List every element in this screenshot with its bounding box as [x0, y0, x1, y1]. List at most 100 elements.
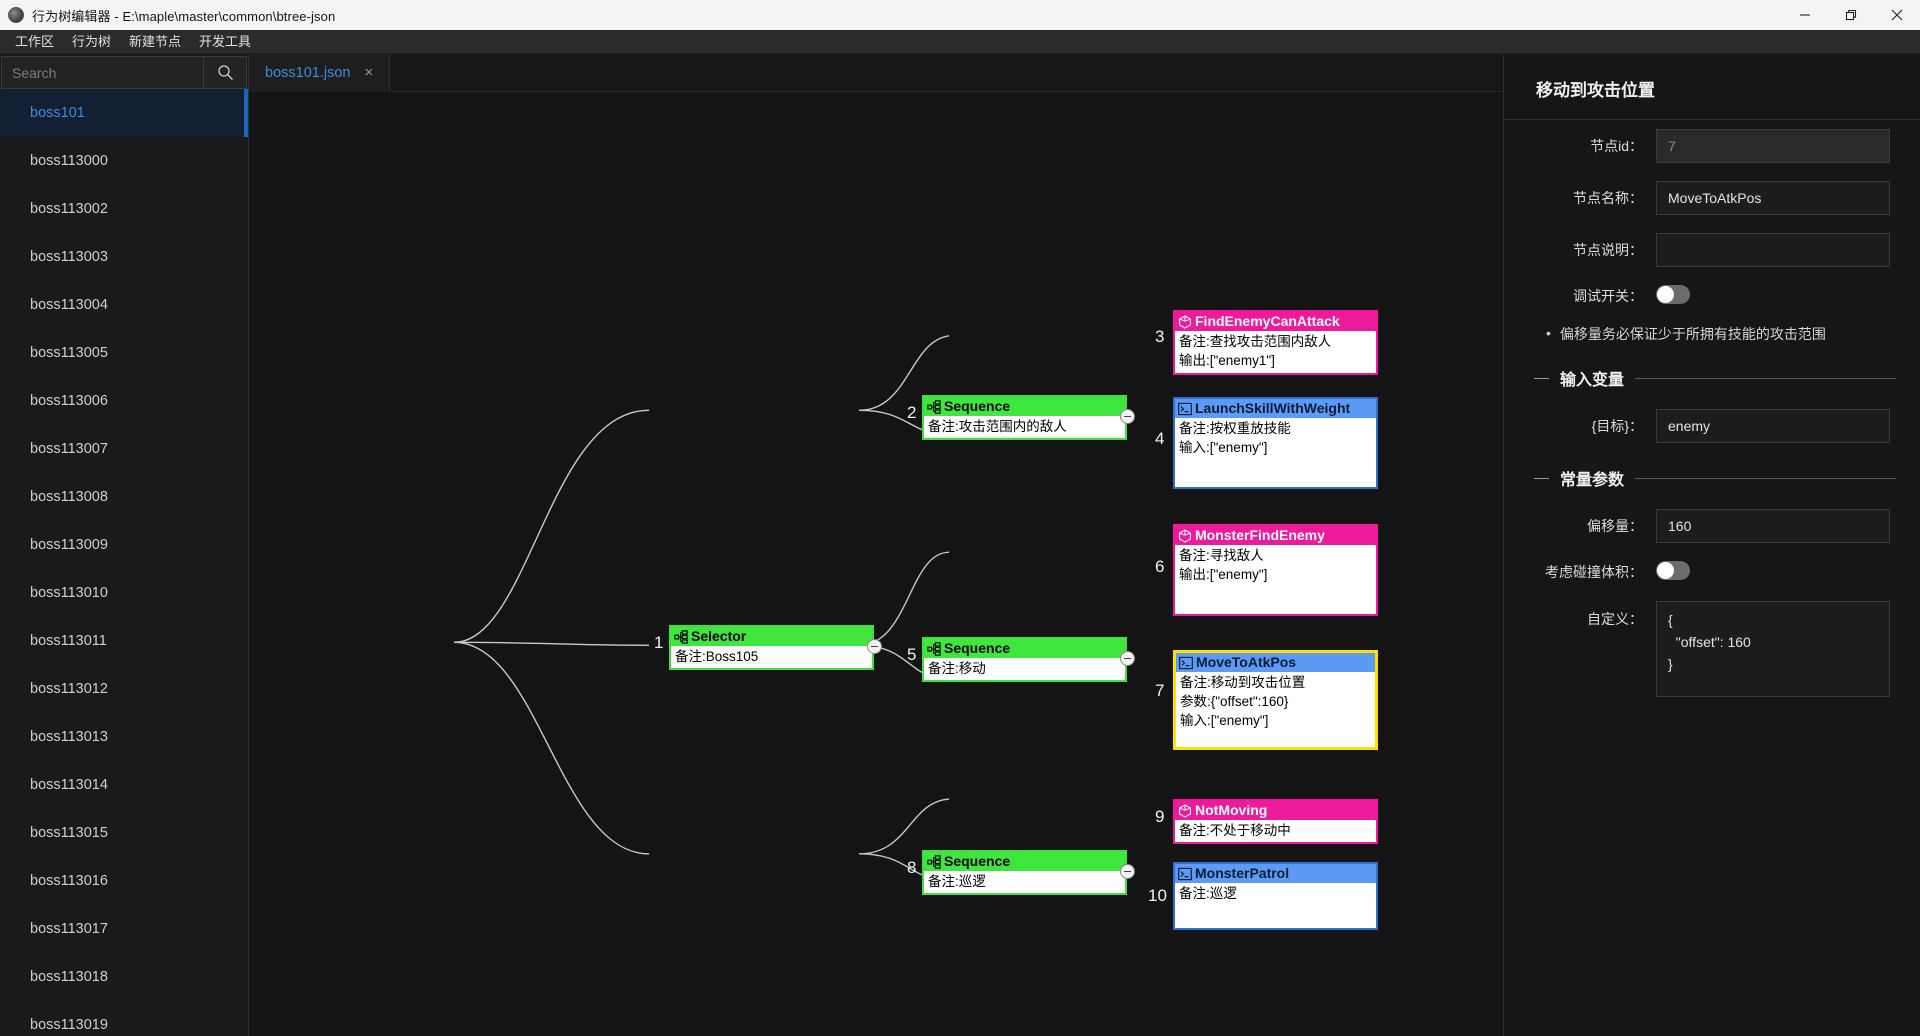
node-name-input[interactable]	[1656, 181, 1890, 215]
node-index-label: 10	[1148, 886, 1167, 905]
debug-switch-toggle[interactable]	[1656, 285, 1690, 304]
node-index-label: 6	[1155, 557, 1165, 576]
sidebar-item-boss113006[interactable]: boss113006	[0, 377, 248, 425]
tab-label: boss101.json	[265, 64, 351, 81]
sidebar-item-boss113010[interactable]: boss113010	[0, 569, 248, 617]
inspector-title: 移动到攻击位置	[1504, 54, 1920, 120]
close-icon[interactable]	[1874, 0, 1920, 30]
tab-boss101-json[interactable]: boss101.json ×	[249, 54, 391, 92]
field-node-desc: 节点说明：	[1504, 224, 1920, 276]
search-icon[interactable]	[203, 57, 246, 88]
node-header: Sequence	[924, 639, 1125, 658]
node-title: FindEnemyCanAttack	[1195, 313, 1340, 329]
collapse-dash-icon[interactable]	[1534, 377, 1549, 379]
graph-node-MonsterFindEnemy[interactable]: MonsterFindEnemy 备注:寻找敌人输出:["enemy"]	[1173, 524, 1378, 616]
menu-item-behavior-tree[interactable]: 行为树	[72, 33, 112, 49]
sidebar-item-label: boss113014	[30, 777, 108, 793]
node-title: MonsterFindEnemy	[1195, 527, 1325, 543]
action-icon	[1178, 402, 1192, 416]
app-icon	[8, 7, 24, 23]
field-node-name: 节点名称：	[1504, 172, 1920, 224]
collapse-dash-icon[interactable]	[1534, 477, 1549, 479]
menu-item-new-node[interactable]: 新建节点	[129, 33, 182, 49]
node-body: 备注:寻找敌人输出:["enemy"]	[1175, 545, 1376, 587]
inspector-panel: 移动到攻击位置 节点id： 节点名称： 节点说明： 调试开关：	[1503, 54, 1920, 1036]
offset-input[interactable]	[1656, 509, 1890, 543]
sidebar-item-boss113008[interactable]: boss113008	[0, 473, 248, 521]
node-index-label: 3	[1155, 327, 1165, 346]
node-collapse-toggle[interactable]	[867, 639, 882, 654]
maximize-icon[interactable]	[1828, 0, 1874, 30]
custom-json-textarea[interactable]: { "offset": 160 }	[1656, 601, 1890, 697]
sidebar-item-boss113018[interactable]: boss113018	[0, 953, 248, 1001]
sidebar-item-boss113015[interactable]: boss113015	[0, 809, 248, 857]
tab-close-icon[interactable]: ×	[364, 64, 374, 81]
sidebar-item-label: boss113004	[30, 297, 108, 313]
sidebar-item-boss113000[interactable]: boss113000	[0, 137, 248, 185]
search-bar	[1, 56, 247, 89]
bullet-icon: •	[1546, 325, 1551, 341]
node-header: LaunchSkillWithWeight	[1175, 399, 1376, 418]
sidebar-item-boss113013[interactable]: boss113013	[0, 713, 248, 761]
sidebar-item-boss113017[interactable]: boss113017	[0, 905, 248, 953]
sidebar-item-boss113016[interactable]: boss113016	[0, 857, 248, 905]
action-icon	[1179, 656, 1193, 670]
input-target-input[interactable]	[1656, 409, 1890, 443]
sidebar-item-label: boss101	[30, 105, 85, 121]
editor-area: boss101.json ×	[249, 54, 1503, 1036]
node-detail-row: 备注:按权重放技能	[1179, 421, 1291, 436]
sidebar-item-boss113003[interactable]: boss113003	[0, 233, 248, 281]
node-detail-row: 备注:巡逻	[1179, 886, 1237, 901]
condition-icon	[1178, 314, 1192, 329]
inspector-note: • 偏移量务必保证少于所拥有技能的攻击范围	[1504, 316, 1920, 352]
sidebar-item-boss113011[interactable]: boss113011	[0, 617, 248, 665]
sidebar-item-boss113007[interactable]: boss113007	[0, 425, 248, 473]
node-index-label: 7	[1155, 681, 1165, 700]
node-header: MoveToAtkPos	[1176, 653, 1375, 672]
minimize-icon[interactable]	[1782, 0, 1828, 30]
sidebar-item-boss113005[interactable]: boss113005	[0, 329, 248, 377]
menu-item-workspace[interactable]: 工作区	[15, 33, 55, 49]
node-body: 备注:移动到攻击位置参数:{"offset":160}输入:["enemy"]	[1176, 672, 1375, 733]
composite-icon	[674, 629, 688, 644]
section-input-title: 输入变量	[1560, 372, 1625, 389]
search-input[interactable]	[2, 57, 203, 88]
sidebar-item-boss101[interactable]: boss101	[0, 89, 248, 137]
sidebar-item-boss113012[interactable]: boss113012	[0, 665, 248, 713]
node-collapse-toggle[interactable]	[1120, 651, 1135, 666]
node-header: NotMoving	[1175, 801, 1376, 820]
node-desc-input[interactable]	[1656, 233, 1890, 267]
note-text: 偏移量务必保证少于所拥有技能的攻击范围	[1559, 326, 1826, 342]
node-collapse-toggle[interactable]	[1120, 409, 1135, 424]
node-detail-row: 备注:巡逻	[928, 874, 986, 889]
node-collapse-toggle[interactable]	[1120, 864, 1135, 879]
collide-switch-toggle[interactable]	[1656, 561, 1690, 580]
field-node-id: 节点id：	[1504, 120, 1920, 172]
sidebar-item-boss113019[interactable]: boss113019	[0, 1001, 248, 1036]
sidebar-item-label: boss113018	[30, 969, 108, 985]
sidebar-item-boss113002[interactable]: boss113002	[0, 185, 248, 233]
sidebar-item-label: boss113006	[30, 393, 108, 409]
section-const-params: 常量参数	[1504, 452, 1920, 500]
menu-item-dev-tools[interactable]: 开发工具	[199, 33, 252, 49]
sidebar-item-boss113014[interactable]: boss113014	[0, 761, 248, 809]
sidebar-item-boss113004[interactable]: boss113004	[0, 281, 248, 329]
node-title: Sequence	[944, 398, 1011, 414]
node-title: Sequence	[944, 640, 1011, 656]
sidebar-item-label: boss113002	[30, 201, 108, 217]
file-list[interactable]: boss101 boss113000 boss113002 boss113003 bos…	[0, 89, 248, 1036]
composite-icon	[927, 399, 941, 414]
node-header: Selector	[671, 627, 872, 646]
condition-icon	[1178, 528, 1192, 543]
sidebar-item-boss113009[interactable]: boss113009	[0, 521, 248, 569]
